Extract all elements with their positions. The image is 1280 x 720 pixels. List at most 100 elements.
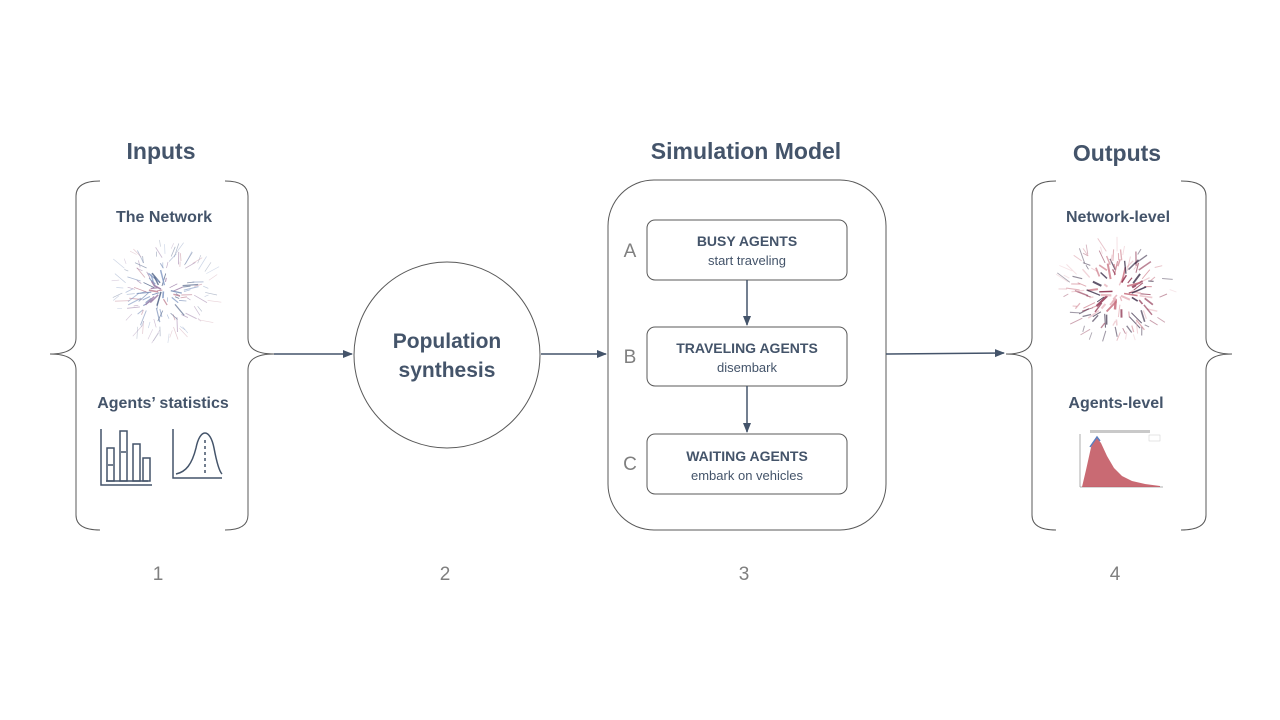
network-edge (1116, 332, 1121, 341)
network-edge (1098, 250, 1106, 264)
step-number-4: 4 (1110, 564, 1121, 585)
network-edge (1144, 297, 1154, 306)
network-edge (1092, 280, 1102, 287)
network-edge (1110, 254, 1113, 264)
network-edge (1150, 276, 1156, 282)
network-edge (1092, 311, 1102, 318)
network-edge (129, 250, 137, 255)
network-edge (127, 276, 141, 282)
network-edge (197, 254, 202, 264)
network-edge (142, 296, 151, 301)
network-edge (1088, 332, 1093, 340)
network-edge (1119, 296, 1123, 302)
arrow-simulation-to-outputs (885, 349, 1005, 358)
population-synthesis-line2: synthesis (399, 359, 496, 382)
network-edge (1106, 263, 1112, 280)
network-edge (127, 292, 140, 302)
network-edge (1141, 269, 1151, 280)
network-edge (149, 294, 159, 304)
network-edge (1125, 331, 1128, 340)
network-edge (150, 274, 154, 283)
step-number-2: 2 (440, 564, 451, 585)
network-label: The Network (116, 209, 212, 226)
network-edge (136, 279, 142, 284)
population-synthesis-circle (353, 261, 541, 449)
network-edge (143, 282, 155, 288)
network-edge (1127, 259, 1140, 271)
outputs-title: Outputs (1073, 140, 1161, 166)
network-edge (1117, 259, 1121, 267)
network-edge (1074, 302, 1081, 310)
network-edge (1126, 260, 1134, 268)
traveling-agents-title: TRAVELING AGENTS (676, 340, 818, 356)
step-letter-b: B (624, 347, 637, 368)
network-heatmap-icon (1055, 236, 1177, 342)
network-edge (1113, 263, 1116, 269)
network-edge (1154, 265, 1163, 268)
network-edge (173, 326, 179, 340)
network-edge (1114, 326, 1118, 337)
network-edge (151, 329, 161, 344)
network-edge (1091, 314, 1099, 323)
network-edge (1105, 255, 1111, 266)
network-edge (113, 258, 125, 269)
network-edge (185, 251, 193, 264)
network-edge (148, 289, 159, 293)
network-edge (1131, 290, 1142, 295)
network-edge (185, 312, 197, 320)
network-edge (1112, 249, 1115, 261)
network-edge (133, 304, 139, 307)
network-edge (1138, 260, 1152, 271)
network-edge (1085, 244, 1089, 255)
network-edge (1132, 285, 1137, 289)
network-edge (167, 333, 170, 343)
network-edge (168, 253, 177, 262)
network-edge (169, 330, 173, 338)
network-edge (132, 325, 143, 337)
network-edge (197, 306, 203, 312)
network-edge (114, 273, 126, 284)
network-edge (1157, 317, 1166, 323)
network-edge (1140, 293, 1151, 296)
network-edge (1082, 252, 1088, 257)
network-edge (1132, 334, 1136, 341)
network-edge (156, 291, 162, 306)
network-edge (126, 293, 135, 295)
network-edge (194, 283, 203, 287)
network-edge (162, 298, 168, 306)
network-edge (183, 285, 191, 288)
network-edge (1115, 319, 1118, 326)
network-edge (142, 256, 144, 264)
step-letter-a: A (624, 241, 637, 262)
network-edge (203, 285, 209, 289)
network-edge (181, 314, 189, 319)
network-edge (170, 312, 178, 320)
network-edge (1131, 325, 1135, 333)
network-edge (159, 308, 163, 318)
network-edge (155, 247, 163, 258)
network-edge (1117, 304, 1121, 318)
network-graph-icon (111, 239, 222, 344)
network-edge (1087, 288, 1099, 292)
network-edge (147, 272, 160, 282)
network-edge (184, 262, 196, 269)
step-number-3: 3 (739, 564, 750, 585)
network-edge (1144, 324, 1150, 328)
network-edge (1138, 299, 1144, 305)
network-edge (138, 291, 150, 302)
network-edge (150, 287, 158, 290)
network-edge (179, 299, 187, 302)
network-edge (1077, 282, 1087, 287)
network-edge (150, 281, 156, 287)
network-edge (1073, 254, 1082, 262)
network-edge (170, 243, 174, 249)
network-edge (164, 277, 167, 282)
network-edge (1109, 297, 1117, 306)
network-edge (1059, 265, 1073, 272)
outputs-brace (1005, 180, 1233, 531)
network-edge (1128, 311, 1130, 318)
network-edge (1078, 248, 1086, 264)
network-edge (1100, 303, 1107, 310)
network-edge (1069, 311, 1080, 314)
